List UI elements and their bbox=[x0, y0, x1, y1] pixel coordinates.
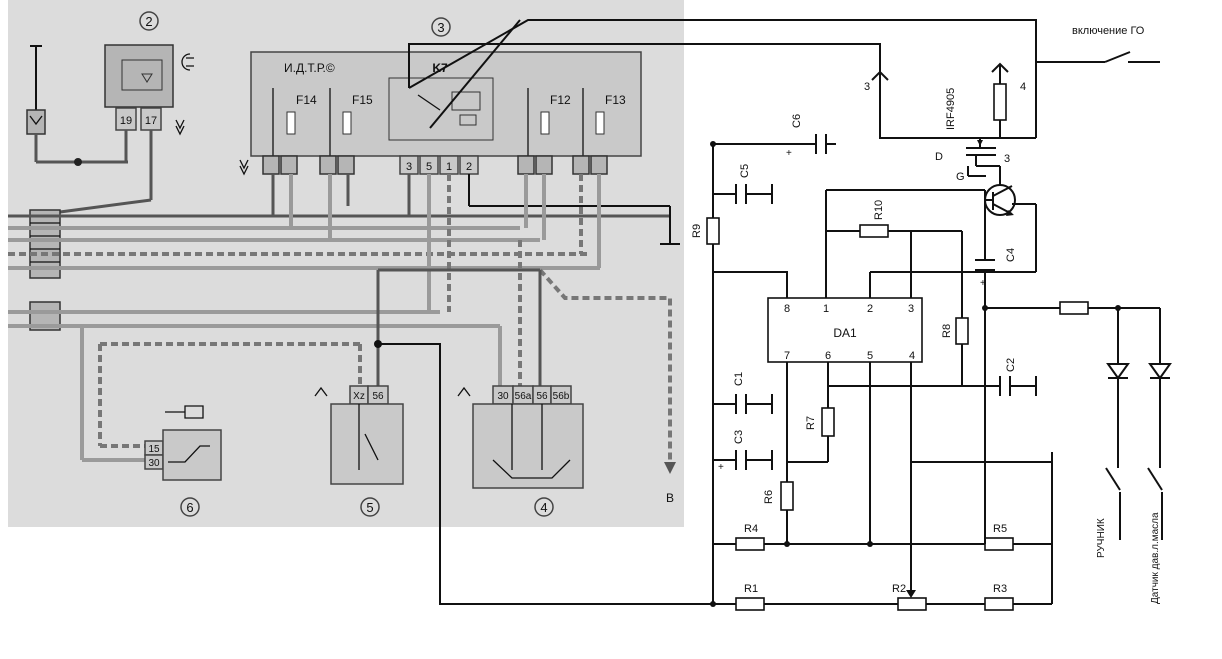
da1-pin-3: 3 bbox=[908, 303, 914, 315]
r6-label: R6 bbox=[763, 490, 775, 504]
k7-pin-3: 3 bbox=[406, 161, 412, 173]
component-5-number: 5 bbox=[366, 500, 373, 515]
pin-56-label-2: 56 bbox=[536, 391, 548, 402]
c4-label: C4 bbox=[1005, 248, 1017, 262]
da1-pin-1: 1 bbox=[823, 303, 829, 315]
pin-56-label: 56 bbox=[372, 391, 384, 402]
component-6-ignition: 15 30 6 bbox=[144, 405, 222, 517]
added-wires bbox=[374, 19, 1037, 605]
wire-end-b-label: B bbox=[666, 491, 674, 505]
da1-label: DA1 bbox=[833, 326, 857, 340]
diode-handbrake-icon bbox=[1105, 308, 1130, 540]
component-4-switch: 30 56a 56 56b 4 bbox=[457, 385, 584, 517]
da1-pin-6: 6 bbox=[825, 350, 831, 362]
c3-label: C3 bbox=[733, 430, 745, 444]
component-3-number: 3 bbox=[437, 20, 444, 35]
added-circuit: включение ГО 4 3 IRF4905 D G 3 bbox=[691, 25, 1172, 611]
pin-15-label: 15 bbox=[148, 444, 160, 455]
mosfet-drain-label: D bbox=[935, 151, 943, 163]
da1-pin-5: 5 bbox=[867, 350, 873, 362]
fuse-f12-label: F12 bbox=[550, 93, 571, 107]
mosfet-label: IRF4905 bbox=[945, 88, 957, 130]
fuse-f15-label: F15 bbox=[352, 93, 373, 107]
da1-pin-8: 8 bbox=[784, 303, 790, 315]
pin-56b-label: 56b bbox=[553, 391, 570, 402]
ground-top-icon bbox=[26, 45, 128, 164]
k7-pin-5: 5 bbox=[426, 161, 432, 173]
pin-19-label: 19 bbox=[120, 115, 132, 127]
component-2-number: 2 bbox=[145, 14, 152, 29]
c6-label: C6 bbox=[791, 114, 803, 128]
pin-3-label: 3 bbox=[864, 81, 870, 93]
component-3-fuse-block: 3 И.Д.Т.Р.© K7 F14 F15 F12 F13 bbox=[239, 17, 642, 176]
fuse-f13-label: F13 bbox=[605, 93, 626, 107]
mosfet-irf4905-icon bbox=[966, 138, 1000, 177]
r10-label: R10 bbox=[873, 200, 885, 220]
pin-30-label: 30 bbox=[497, 391, 509, 402]
k7-pin-2: 2 bbox=[466, 161, 472, 173]
pin-30b-label: 30 bbox=[148, 458, 160, 469]
component-2-light: 2 19 17 bbox=[59, 11, 194, 214]
component-4-number: 4 bbox=[540, 500, 547, 515]
r3-label: R3 bbox=[993, 583, 1007, 595]
transistor-icon bbox=[984, 166, 1036, 216]
r4-label: R4 bbox=[744, 523, 758, 535]
da1-chip bbox=[767, 297, 923, 363]
oil-pressure-label: Датчик дав.л.масла bbox=[1150, 512, 1161, 604]
pin-4-label: 4 bbox=[1020, 81, 1026, 93]
r5-label: R5 bbox=[993, 523, 1007, 535]
pin-xz-label: Xz bbox=[353, 391, 365, 402]
r7-label: R7 bbox=[805, 416, 817, 430]
c5-label: C5 bbox=[739, 164, 751, 178]
pin-17-label: 17 bbox=[145, 115, 157, 127]
c2-label: C2 bbox=[1005, 358, 1017, 372]
input-resistor bbox=[1059, 301, 1089, 315]
svg-text:+: + bbox=[718, 462, 724, 473]
k7-pin-1: 1 bbox=[446, 161, 452, 173]
handbrake-label: РУЧНИК bbox=[1096, 518, 1107, 558]
r2-label: R2 bbox=[892, 583, 906, 595]
svg-text:+: + bbox=[980, 278, 986, 289]
c1-label: C1 bbox=[733, 372, 745, 386]
headlight-input-label: включение ГО bbox=[1072, 25, 1145, 37]
r1-label: R1 bbox=[744, 583, 758, 595]
diode-oil-icon bbox=[1147, 308, 1172, 540]
mosfet-gate-label: G bbox=[956, 171, 965, 183]
da1-pin-4: 4 bbox=[909, 350, 915, 362]
factory-diagram-scan: 2 19 17 3 И.Д.Т.Р.© K7 bbox=[8, 0, 684, 527]
r9-label: R9 bbox=[691, 224, 703, 238]
component-6-number: 6 bbox=[186, 500, 193, 515]
pin-3b-label: 3 bbox=[1004, 153, 1010, 165]
harness-wires bbox=[8, 174, 680, 474]
component-5-switch: Xz 56 5 bbox=[314, 385, 404, 517]
idtr-label: И.Д.Т.Р.© bbox=[284, 61, 335, 75]
da1-pin-2: 2 bbox=[867, 303, 873, 315]
svg-text:+: + bbox=[786, 148, 792, 159]
da1-pin-7: 7 bbox=[784, 350, 790, 362]
pin-56a-label: 56a bbox=[515, 391, 532, 402]
fuse-f14-label: F14 bbox=[296, 93, 317, 107]
r8-label: R8 bbox=[941, 324, 953, 338]
